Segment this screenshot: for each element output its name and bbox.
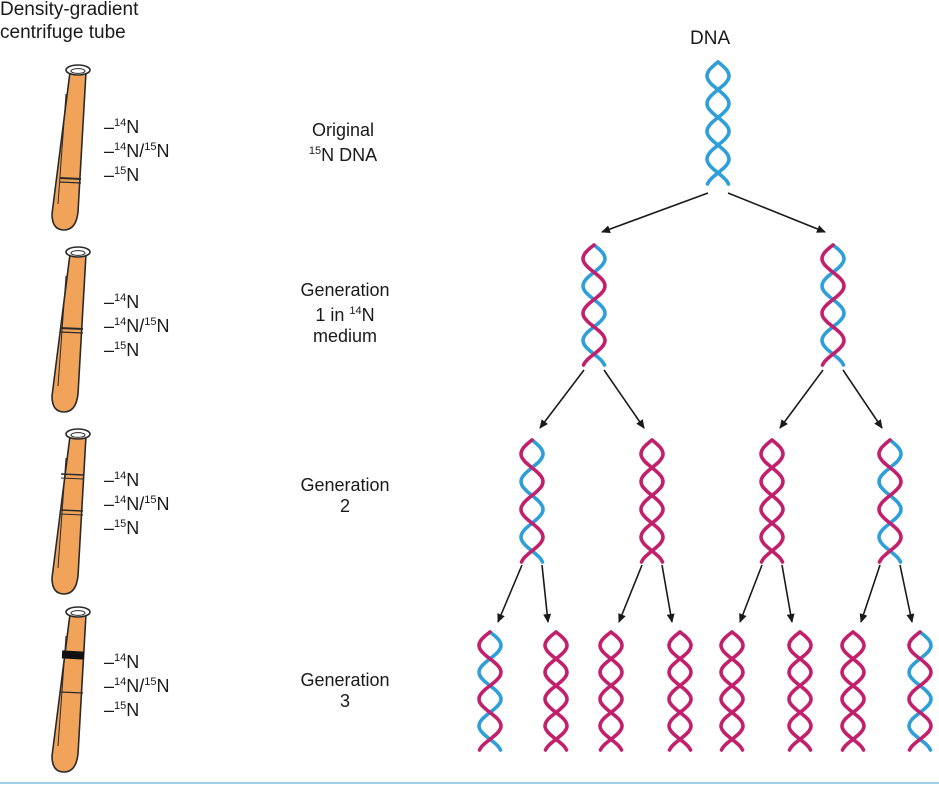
band-labels-generation-3: –14N –14N/15N –15N xyxy=(104,648,170,720)
strand-a xyxy=(598,630,624,752)
generation-label-original: Original 15N DNA xyxy=(268,120,418,166)
generation-label-3: Generation 3 xyxy=(270,670,420,712)
strand-b xyxy=(759,438,785,564)
strand-b xyxy=(820,243,846,367)
strand-a xyxy=(519,438,545,564)
gen-line-1: Generation xyxy=(300,475,390,495)
tube-generation-1 xyxy=(51,246,91,413)
strand-b xyxy=(840,630,866,752)
strand-b xyxy=(519,438,545,564)
strand-a xyxy=(639,438,665,564)
tube-original xyxy=(51,64,91,231)
gen-line-1: Generation xyxy=(300,670,390,690)
gen-line-3: medium xyxy=(312,326,378,346)
dna-helix-gen3-1 xyxy=(477,630,503,752)
gen-line-2: 2 xyxy=(339,496,350,516)
strand-a xyxy=(840,630,866,752)
arrow-gen0-1-right xyxy=(727,192,826,233)
strand-a xyxy=(705,60,731,186)
strand-b xyxy=(705,60,731,186)
strand-b xyxy=(477,630,503,752)
band-label-light: –14N xyxy=(104,470,140,490)
dna-helix-gen2-2 xyxy=(639,438,665,564)
band-labels-generation-2: –14N –14N/15N –15N xyxy=(104,466,170,538)
band-label-heavy: –15N xyxy=(104,518,140,538)
band-label-heavy: –15N xyxy=(104,165,140,185)
centrifuge-tubes xyxy=(51,64,91,773)
arrow-gen2-2-right xyxy=(661,564,675,623)
strand-a xyxy=(667,630,693,752)
arrow-gen2-4-right xyxy=(899,564,915,623)
gen-line-2: 1 in 14N xyxy=(315,305,375,325)
strand-b xyxy=(581,243,607,367)
strand-a xyxy=(581,243,607,367)
dna-column-header: DNA xyxy=(690,28,731,49)
tube-generation-3 xyxy=(51,606,91,773)
dna-helix-gen0-1 xyxy=(705,60,731,186)
dna-helix-gen3-3 xyxy=(598,630,624,752)
arrow-gen2-1-right xyxy=(541,564,552,623)
band-label-hybrid: –14N/15N xyxy=(104,676,170,696)
arrow-gen2-3-left xyxy=(739,564,763,623)
strand-b xyxy=(787,630,813,752)
band-label-hybrid: –14N/15N xyxy=(104,316,170,336)
arrow-gen1-2-right xyxy=(842,369,883,429)
arrow-gen1-1-left xyxy=(539,369,585,429)
band-label-heavy: –15N xyxy=(104,700,140,720)
gen-line-2: 15N DNA xyxy=(308,145,378,165)
dna-helix-gen2-4 xyxy=(877,438,903,564)
band-label-heavy: –15N xyxy=(104,340,140,360)
dna-helix-gen2-3 xyxy=(759,438,785,564)
strand-b xyxy=(639,438,665,564)
dna-helix-gen2-1 xyxy=(519,438,545,564)
strand-b xyxy=(667,630,693,752)
dna-helix-gen3-4 xyxy=(667,630,693,752)
strand-b xyxy=(543,630,569,752)
bottom-rule xyxy=(0,782,939,784)
band-labels-original: –14N –14N/15N –15N xyxy=(104,113,170,185)
band-label-light: –14N xyxy=(104,117,140,137)
strand-b xyxy=(719,630,745,752)
header-line-2: centrifuge tube xyxy=(0,22,126,43)
dna-helix-gen1-1 xyxy=(581,243,607,367)
gen-line-1: Generation xyxy=(300,280,390,300)
arrow-gen0-1-left xyxy=(601,192,709,233)
strand-a xyxy=(787,630,813,752)
gen-line-1: Original xyxy=(311,120,375,140)
dna-helix-gen1-2 xyxy=(820,243,846,367)
arrow-gen2-4-left xyxy=(859,564,881,623)
dna-helix-gen3-6 xyxy=(787,630,813,752)
generation-label-2: Generation 2 xyxy=(270,475,420,517)
arrow-gen1-2-left xyxy=(779,369,824,429)
band-label-light: –14N xyxy=(104,292,140,312)
strand-a xyxy=(820,243,846,367)
tube-column-header: Density-gradient centrifuge tube xyxy=(0,0,260,44)
gen-line-2: 3 xyxy=(339,691,350,711)
tube-generation-2 xyxy=(51,428,91,595)
arrow-gen2-1-left xyxy=(497,564,523,623)
strand-b xyxy=(907,630,933,752)
dna-helix-gen3-2 xyxy=(543,630,569,752)
strand-a xyxy=(907,630,933,752)
strand-a xyxy=(877,438,903,564)
strand-a xyxy=(719,630,745,752)
dna-helix-gen3-7 xyxy=(840,630,866,752)
strand-a xyxy=(477,630,503,752)
arrow-gen2-2-left xyxy=(618,564,643,623)
strand-a xyxy=(759,438,785,564)
generation-label-1: Generation 1 in 14N medium xyxy=(270,280,420,347)
dna-helix-gen3-8 xyxy=(907,630,933,752)
arrow-gen1-1-right xyxy=(603,369,645,429)
band-label-hybrid: –14N/15N xyxy=(104,494,170,514)
arrow-gen2-3-right xyxy=(781,564,795,623)
band-labels-generation-1: –14N –14N/15N –15N xyxy=(104,288,170,360)
strand-b xyxy=(598,630,624,752)
dna-helix-gen3-5 xyxy=(719,630,745,752)
band-label-hybrid: –14N/15N xyxy=(104,141,170,161)
band-label-light: –14N xyxy=(104,652,140,672)
header-line-1: Density-gradient xyxy=(0,0,139,20)
strand-b xyxy=(877,438,903,564)
strand-a xyxy=(543,630,569,752)
